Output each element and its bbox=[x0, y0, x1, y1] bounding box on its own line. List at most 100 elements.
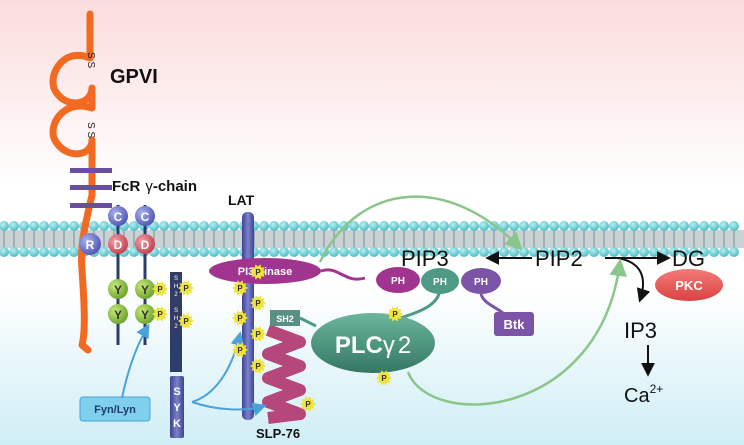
lipid-head bbox=[189, 221, 199, 231]
phosphate-badge bbox=[250, 264, 266, 280]
lipid-head bbox=[159, 221, 169, 231]
phosphate-badge bbox=[387, 306, 403, 322]
dg-label: DG bbox=[672, 246, 705, 271]
phosphate-label: P bbox=[237, 314, 243, 323]
calcium-label: Ca2+ bbox=[624, 382, 663, 407]
svg-text:2: 2 bbox=[174, 292, 178, 298]
svg-text:Y: Y bbox=[141, 308, 149, 322]
phosphate-label: P bbox=[157, 310, 163, 319]
lipid-head bbox=[699, 247, 709, 257]
svg-text:D: D bbox=[141, 238, 150, 252]
lipid-head bbox=[49, 221, 59, 231]
phosphate-badge bbox=[152, 281, 168, 297]
btk-label: Btk bbox=[504, 317, 526, 332]
lipid-head bbox=[189, 247, 199, 257]
pip3-label: PIP3 bbox=[401, 246, 449, 271]
phosphate-badge bbox=[178, 313, 194, 329]
lipid-head bbox=[599, 221, 609, 231]
lipid-head bbox=[129, 247, 139, 257]
lipid-head bbox=[99, 247, 109, 257]
lipid-head bbox=[509, 221, 519, 231]
lipid-head bbox=[19, 247, 29, 257]
lipid-head bbox=[729, 221, 739, 231]
lipid-head bbox=[449, 247, 459, 257]
lipid-head bbox=[629, 247, 639, 257]
sh2-domain bbox=[270, 310, 300, 326]
d-residue-2 bbox=[135, 234, 155, 254]
lipid-head bbox=[459, 221, 469, 231]
phosphate-label: P bbox=[237, 346, 243, 355]
lipid-head bbox=[619, 247, 629, 257]
ph-domain-1 bbox=[376, 267, 420, 293]
disulfide-2: S S bbox=[85, 122, 96, 138]
phosphate-label: P bbox=[305, 400, 311, 409]
lipid-head bbox=[539, 247, 549, 257]
lipid-head bbox=[619, 221, 629, 231]
svg-text:S: S bbox=[174, 308, 178, 314]
svg-text:C: C bbox=[141, 210, 150, 224]
svg-text:Y: Y bbox=[141, 283, 149, 297]
lipid-head bbox=[219, 247, 229, 257]
lipid-head bbox=[439, 247, 449, 257]
ph-domain-2 bbox=[421, 268, 459, 294]
phosphate-label: P bbox=[237, 284, 243, 293]
svg-text:PH: PH bbox=[474, 277, 488, 288]
svg-text:Y: Y bbox=[114, 283, 122, 297]
lipid-head bbox=[9, 247, 19, 257]
lipid-head bbox=[549, 247, 559, 257]
lipid-head bbox=[259, 247, 269, 257]
lipid-head bbox=[709, 247, 719, 257]
disulfide-1: S S bbox=[85, 52, 96, 68]
lipid-head bbox=[59, 247, 69, 257]
lipid-head bbox=[299, 247, 309, 257]
lipid-head bbox=[229, 221, 239, 231]
y-residue-3 bbox=[108, 304, 128, 324]
lipid-head bbox=[389, 221, 399, 231]
lipid-head bbox=[359, 247, 369, 257]
fcr-domains: C C R D D Y Y Y Y bbox=[79, 206, 155, 324]
lipid-head bbox=[29, 221, 39, 231]
lipid-head bbox=[419, 247, 429, 257]
svg-text:SH2: SH2 bbox=[276, 314, 294, 324]
svg-text:R: R bbox=[86, 238, 95, 252]
lipid-head bbox=[199, 221, 209, 231]
phosphate-label: P bbox=[157, 285, 163, 294]
lipid-head bbox=[0, 247, 9, 257]
d-residue-1 bbox=[108, 234, 128, 254]
lipid-head bbox=[629, 221, 639, 231]
lipid-head bbox=[209, 247, 219, 257]
phosphate-badge bbox=[250, 326, 266, 342]
svg-text:H: H bbox=[174, 284, 178, 290]
lipid-head bbox=[479, 247, 489, 257]
svg-text:PH: PH bbox=[433, 277, 447, 288]
lipid-head bbox=[19, 221, 29, 231]
lipid-head bbox=[659, 247, 669, 257]
ip3-label: IP3 bbox=[624, 318, 657, 343]
lipid-head bbox=[269, 221, 279, 231]
pi3-kinase bbox=[209, 258, 321, 284]
lipid-head bbox=[289, 221, 299, 231]
phosphate-badge bbox=[232, 342, 248, 358]
lipid-head bbox=[0, 221, 9, 231]
lipid-head bbox=[99, 221, 109, 231]
lipid-head bbox=[419, 221, 429, 231]
phosphate-badge bbox=[376, 370, 392, 386]
lipid-head bbox=[709, 221, 719, 231]
lipid-head bbox=[579, 221, 589, 231]
phosphate-badge bbox=[178, 280, 194, 296]
lipid-head bbox=[269, 247, 279, 257]
lipid-head bbox=[559, 221, 569, 231]
lipid-head bbox=[529, 247, 539, 257]
lipid-head bbox=[29, 247, 39, 257]
lipid-head bbox=[89, 221, 99, 231]
phosphate-badge bbox=[250, 358, 266, 374]
lipid-head bbox=[469, 247, 479, 257]
svg-text:K: K bbox=[173, 418, 181, 430]
lipid-head bbox=[719, 247, 729, 257]
lipid-head bbox=[649, 247, 659, 257]
fcr-bars bbox=[70, 168, 112, 208]
lipid-head bbox=[229, 247, 239, 257]
lipid-head bbox=[369, 221, 379, 231]
